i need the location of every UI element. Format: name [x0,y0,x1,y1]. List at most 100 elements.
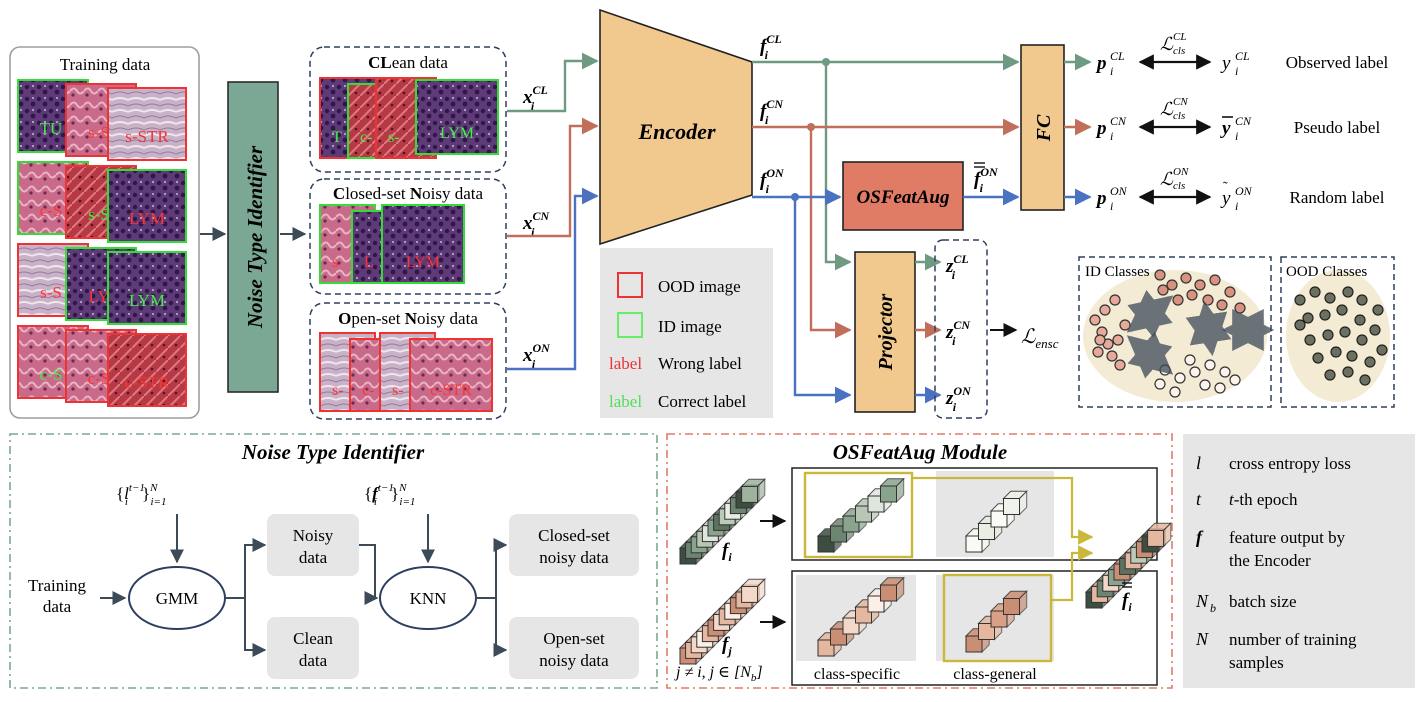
group-tile-label: s [332,254,338,271]
notation-description: batch size [1229,592,1297,611]
id-class-point [1214,382,1226,394]
ood-class-point [1304,334,1316,346]
legend-label-red: label [609,354,642,373]
edge-f-cl-to-projector [824,62,852,271]
ood-classes-box [1280,256,1395,408]
notation-symbol: t [1196,489,1202,509]
group-closed-title: Closed-set Noisy data [333,184,484,203]
training-tile-label: LYM [129,209,165,228]
training-tile-label: LYM [129,291,165,310]
training-tile-label: c-S [40,201,63,220]
repulsion-arrow [1126,289,1174,339]
id-class-point [1234,302,1246,314]
svg-text:ON: ON [1235,184,1253,198]
ood-classes-title: OOD Classes [1286,264,1367,280]
legend-label-green: label [609,392,642,411]
notation-symbol: N [1195,629,1209,649]
group-tile [381,204,465,284]
id-class-point [1174,372,1186,384]
ood-class-point [1369,324,1381,336]
ood-classes-region [1286,270,1390,402]
noisy-data-node [267,514,359,576]
feature-cube [1003,598,1020,615]
projector-label: Projector [875,293,897,371]
ood-class-point [1356,294,1368,306]
training-tile-label: c-S [40,365,63,384]
feature-cube [1003,498,1020,515]
id-class-point [1169,386,1181,398]
encoder-block [599,8,753,246]
edge-closed-to-encoder [507,117,599,238]
gmm-label: GMM [156,589,199,608]
training-tile-label: s-S [40,283,62,302]
ood-class-point [1302,312,1314,324]
fc-label: FC [1033,114,1055,142]
notation-description: feature output by [1229,528,1346,547]
feature-cube [880,485,897,503]
svg-text:cls: cls [1173,45,1185,57]
ood-class-point [1356,334,1368,346]
nti-input-line2: data [43,597,72,616]
fj-general-highlight [942,573,1053,663]
legend-correct: Correct label [658,392,747,411]
group-open-title: Open-set Noisy data [338,309,478,328]
legend-ood: OOD image [658,277,741,296]
id-class-point [1202,294,1214,306]
feature-cube [1147,529,1165,547]
group-tile [415,79,499,155]
ood-class-point [1319,309,1331,321]
legend-id-swatch [617,312,643,338]
svg-text:i: i [1235,129,1238,143]
class-general-label: class-general [953,666,1037,683]
legend-ood-swatch [617,272,643,298]
notation-symbol: N [1195,591,1209,611]
prediction-p: p [1095,188,1107,209]
prediction-p-sup: CL [1110,49,1125,63]
svg-text:i: i [1110,129,1113,143]
osfeataug-block [842,161,964,231]
group-clean-title: CLean data [368,53,448,72]
ood-class-point [1359,374,1371,386]
svg-text:CL: CL [1235,49,1250,63]
ood-class-point [1324,292,1336,304]
notation-description: number of training [1229,630,1357,649]
prediction-p-sup: CN [1110,114,1127,128]
svg-text:i: i [1110,199,1113,213]
nti-panel [9,433,658,689]
closed-set-node [509,514,639,576]
osfeataug-label: OSFeatAug [857,187,950,208]
class-dots [1089,269,1388,398]
id-class-point [1180,272,1192,284]
open-set-node [509,617,639,679]
prediction-p-sup: ON [1110,184,1128,198]
nti-panel-title: Noise Type Identifier [241,440,425,464]
edge-f-on-to-projector [793,197,852,404]
training-data-title: Training data [60,55,151,74]
id-class-point [1194,279,1206,291]
prediction-p: p [1095,118,1107,139]
svg-text:cls: cls [1173,180,1185,192]
ood-class-point [1309,286,1321,298]
svg-text:data: data [299,548,328,567]
id-class-point [1099,304,1111,316]
id-classes-title: ID Classes [1085,264,1150,280]
ood-class-point [1294,319,1306,331]
fi-label: fi [722,540,732,564]
edge-open-to-encoder [507,187,599,371]
id-class-point [1184,354,1196,366]
ood-class-point [1324,369,1336,381]
group-tile [409,338,493,412]
label-y: y [1220,188,1231,209]
id-class-point [1186,289,1198,301]
fj-condition: j ≠ i, j ∈ [Nb] [674,664,763,684]
